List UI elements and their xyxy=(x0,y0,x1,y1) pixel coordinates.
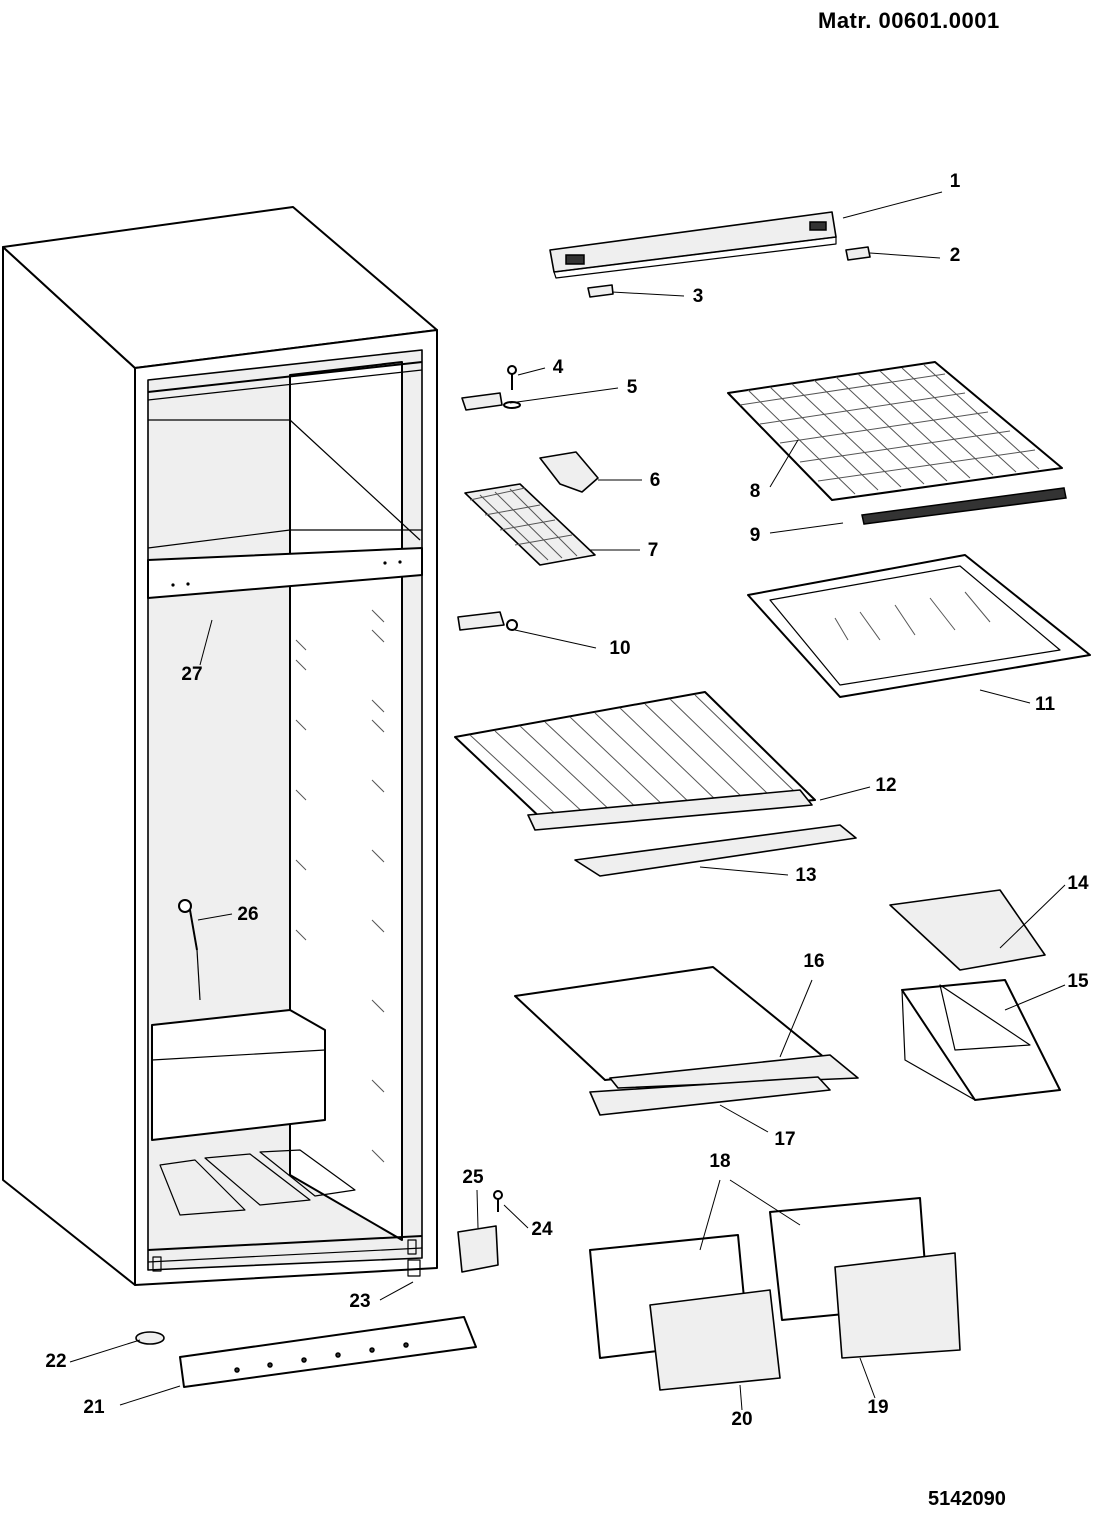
callout-11: 11 xyxy=(1034,694,1056,715)
callout-22: 22 xyxy=(45,1351,67,1372)
material-number: Matr. 00601.0001 xyxy=(818,8,1000,33)
callout-20: 20 xyxy=(731,1409,753,1430)
callout-21: 21 xyxy=(83,1397,105,1418)
dairy-compartment xyxy=(889,889,1061,1101)
callout-25: 25 xyxy=(462,1167,484,1188)
crisper-drawers xyxy=(589,1197,961,1391)
callout-7: 7 xyxy=(647,540,659,561)
callout-10: 10 xyxy=(609,638,631,659)
callout-27: 27 xyxy=(181,664,203,685)
callout-12: 12 xyxy=(875,775,897,796)
callout-14: 14 xyxy=(1067,873,1089,894)
callout-15: 15 xyxy=(1067,971,1089,992)
lower-hinge xyxy=(457,1190,503,1273)
middle-hinge xyxy=(457,611,518,631)
callout-2: 2 xyxy=(949,245,961,266)
callout-26: 26 xyxy=(237,904,259,925)
callout-23: 23 xyxy=(349,1291,371,1312)
callout-4: 4 xyxy=(552,357,564,378)
callout-1: 1 xyxy=(949,171,961,192)
callout-6: 6 xyxy=(649,470,661,491)
callout-19: 19 xyxy=(867,1397,889,1418)
callout-17: 17 xyxy=(774,1129,796,1150)
base-grille xyxy=(135,1259,477,1388)
callout-3: 3 xyxy=(692,286,704,307)
leader-lines xyxy=(69,191,1066,1411)
glass-shelf-tray xyxy=(747,554,1091,698)
fridge-cabinet xyxy=(2,206,438,1286)
callout-9: 9 xyxy=(749,525,761,546)
top-trim-assembly xyxy=(549,211,871,298)
callout-24: 24 xyxy=(531,1219,553,1240)
upper-hinge xyxy=(461,365,521,411)
callout-5: 5 xyxy=(626,377,638,398)
freezer-parts xyxy=(464,451,599,566)
callout-8: 8 xyxy=(749,481,761,502)
wire-shelf-top xyxy=(727,361,1067,525)
callout-16: 16 xyxy=(803,951,825,972)
glass-shelf-plain xyxy=(514,966,859,1116)
drawing-code: 5142090 xyxy=(928,1488,1006,1510)
thermostat-sensor xyxy=(178,899,201,1001)
callout-13: 13 xyxy=(795,865,817,886)
callout-18: 18 xyxy=(709,1151,731,1172)
wire-shelf-lower xyxy=(454,691,857,877)
